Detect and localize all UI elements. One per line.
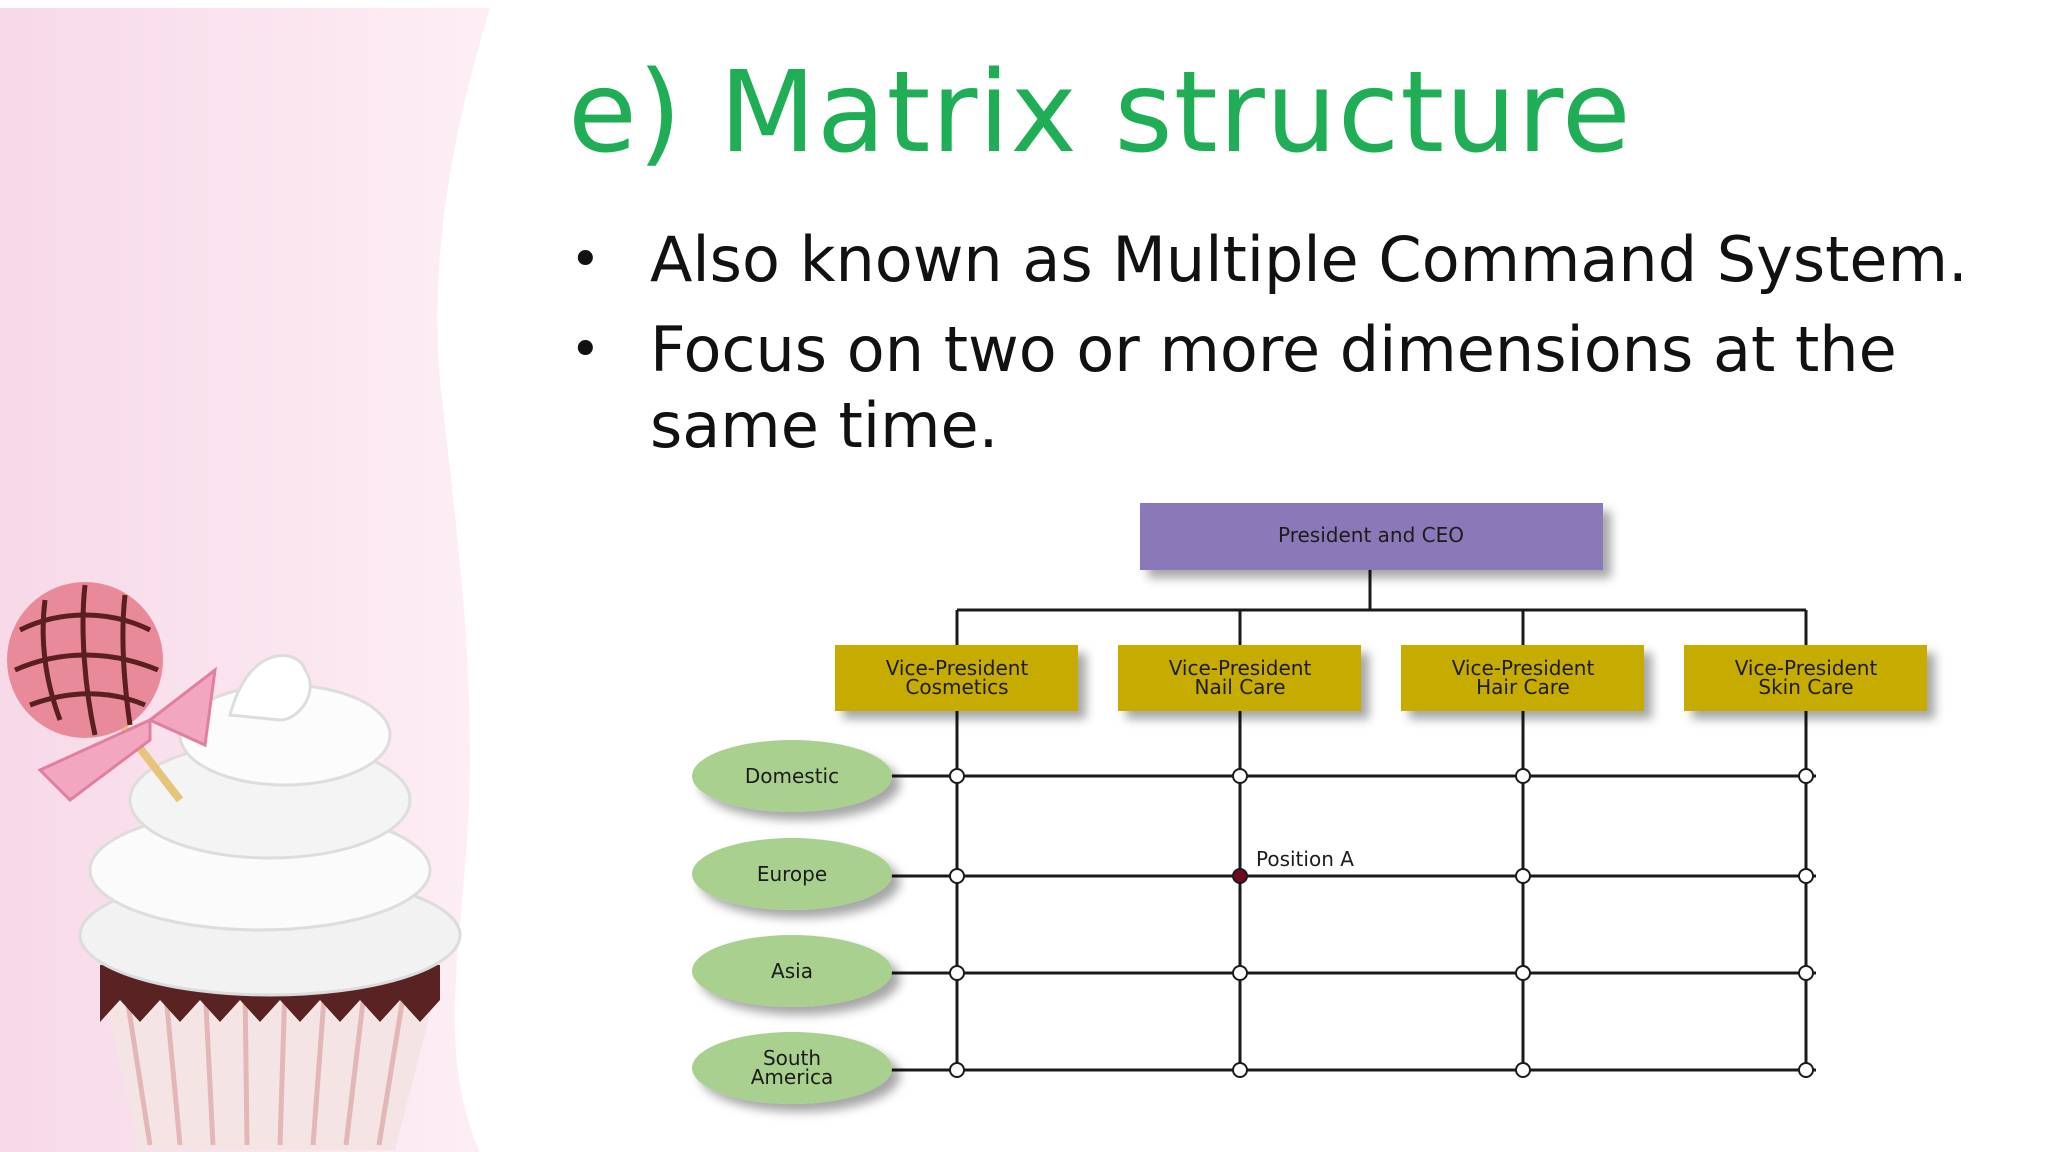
region-label: Asia [771, 959, 813, 983]
region-oval-domestic: Domestic [692, 740, 892, 812]
intersection-node [1515, 768, 1531, 784]
intersection-node [1232, 1062, 1248, 1078]
intersection-node [1515, 868, 1531, 884]
vp-label-line2: Cosmetics [905, 675, 1008, 699]
ceo-label: President and CEO [1278, 523, 1464, 547]
region-label-line1: South [763, 1046, 821, 1070]
intersection-node [1798, 868, 1814, 884]
bullet-item: • Focus on two or more dimensions at the… [560, 312, 2020, 464]
bullet-text: Also known as Multiple Command System. [650, 223, 1968, 296]
region-oval-south-america: South America [692, 1032, 892, 1104]
position-a-label: Position A [1256, 847, 1354, 871]
vp-box-hair-care: Vice-President Hair Care [1401, 645, 1644, 711]
vp-label-line2: Hair Care [1476, 675, 1570, 699]
vp-label-line1: Vice-President [1735, 656, 1878, 680]
bullet-list: • Also known as Multiple Command System.… [560, 222, 2020, 478]
intersection-node [1232, 965, 1248, 981]
intersection-nodes [949, 768, 1814, 1078]
intersection-node [1798, 965, 1814, 981]
intersection-node [1515, 1062, 1531, 1078]
intersection-node [949, 1062, 965, 1078]
vp-label-line1: Vice-President [1169, 656, 1312, 680]
intersection-node [1515, 965, 1531, 981]
intersection-node [1798, 1062, 1814, 1078]
region-oval-europe: Europe [692, 838, 892, 910]
cupcake-illustration [0, 8, 490, 1152]
vp-label-line1: Vice-President [886, 656, 1029, 680]
intersection-node [1798, 768, 1814, 784]
region-oval-asia: Asia [692, 935, 892, 1007]
slide-title: e) Matrix structure [568, 48, 1632, 178]
bullet-icon: • [570, 230, 601, 290]
region-label: Domestic [745, 764, 839, 788]
bullet-text: Focus on two or more dimensions at the s… [650, 313, 1897, 462]
intersection-node [1232, 768, 1248, 784]
vp-box-nail-care: Vice-President Nail Care [1118, 645, 1361, 711]
vp-label-line1: Vice-President [1452, 656, 1595, 680]
intersection-node [949, 868, 965, 884]
intersection-node [949, 768, 965, 784]
intersection-node [949, 965, 965, 981]
vp-label-line2: Skin Care [1758, 675, 1853, 699]
vp-box-skin-care: Vice-President Skin Care [1684, 645, 1927, 711]
bullet-item: • Also known as Multiple Command System. [560, 222, 2020, 298]
ceo-box: President and CEO [1140, 503, 1603, 570]
bullet-icon: • [570, 320, 601, 380]
region-label: Europe [757, 862, 827, 886]
region-label-line2: America [751, 1065, 834, 1089]
vp-label-line2: Nail Care [1195, 675, 1286, 699]
position-a-node [1232, 868, 1248, 884]
vp-box-cosmetics: Vice-President Cosmetics [835, 645, 1078, 711]
